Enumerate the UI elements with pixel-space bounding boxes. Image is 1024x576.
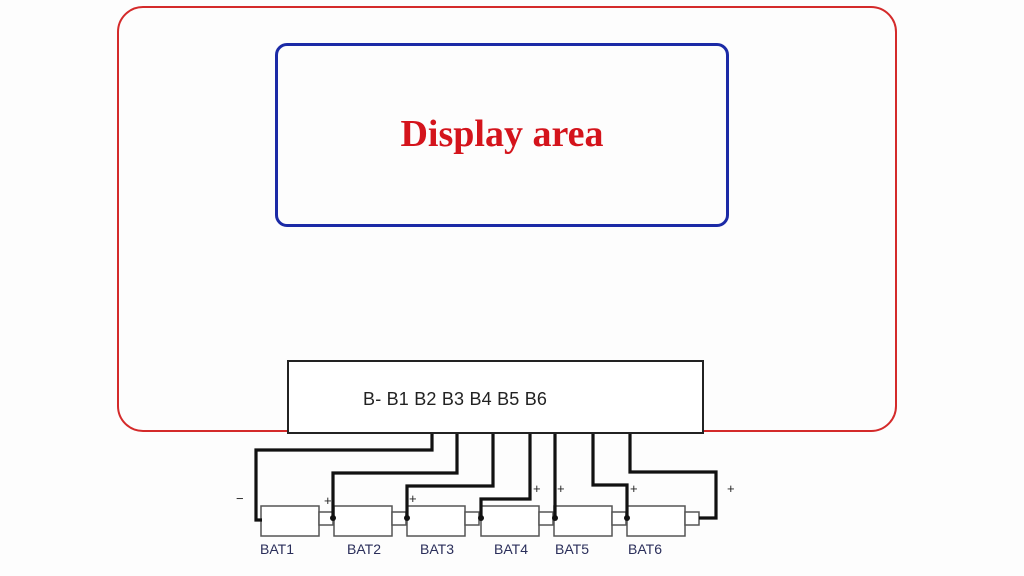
positive-terminal-mark: + (727, 481, 735, 496)
connector-pin-labels: B- B1 B2 B3 B4 B5 B6 (363, 389, 548, 409)
plus-mark-bat2: + (409, 491, 417, 506)
bms-connector: B- B1 B2 B3 B4 B5 B6 (287, 360, 704, 434)
plus-mark-bat5: + (630, 481, 638, 496)
wire-b5 (591, 434, 629, 518)
plus-mark-bat1: + (324, 493, 332, 508)
battery-label-1: BAT1 (260, 541, 294, 557)
battery-label-2: BAT2 (347, 541, 381, 557)
wire-b6 (628, 434, 718, 520)
battery-1 (260, 505, 334, 537)
battery-5 (553, 505, 627, 537)
wire-b2 (405, 434, 495, 518)
battery-label-6: BAT6 (628, 541, 662, 557)
battery-2 (333, 505, 407, 537)
battery-label-5: BAT5 (555, 541, 589, 557)
battery-4 (480, 505, 554, 537)
plus-mark-bat4: + (557, 481, 565, 496)
display-area-title: Display area (400, 113, 604, 155)
display-area-box: Display area (275, 43, 729, 227)
battery-label-3: BAT3 (420, 541, 454, 557)
wire-b1 (331, 434, 459, 518)
battery-6 (626, 505, 700, 537)
battery-3 (406, 505, 480, 537)
negative-terminal-mark: − (236, 491, 244, 506)
plus-mark-bat3: + (533, 481, 541, 496)
wire-b3 (479, 434, 532, 518)
wire-b-minus (254, 434, 434, 522)
battery-label-4: BAT4 (494, 541, 528, 557)
